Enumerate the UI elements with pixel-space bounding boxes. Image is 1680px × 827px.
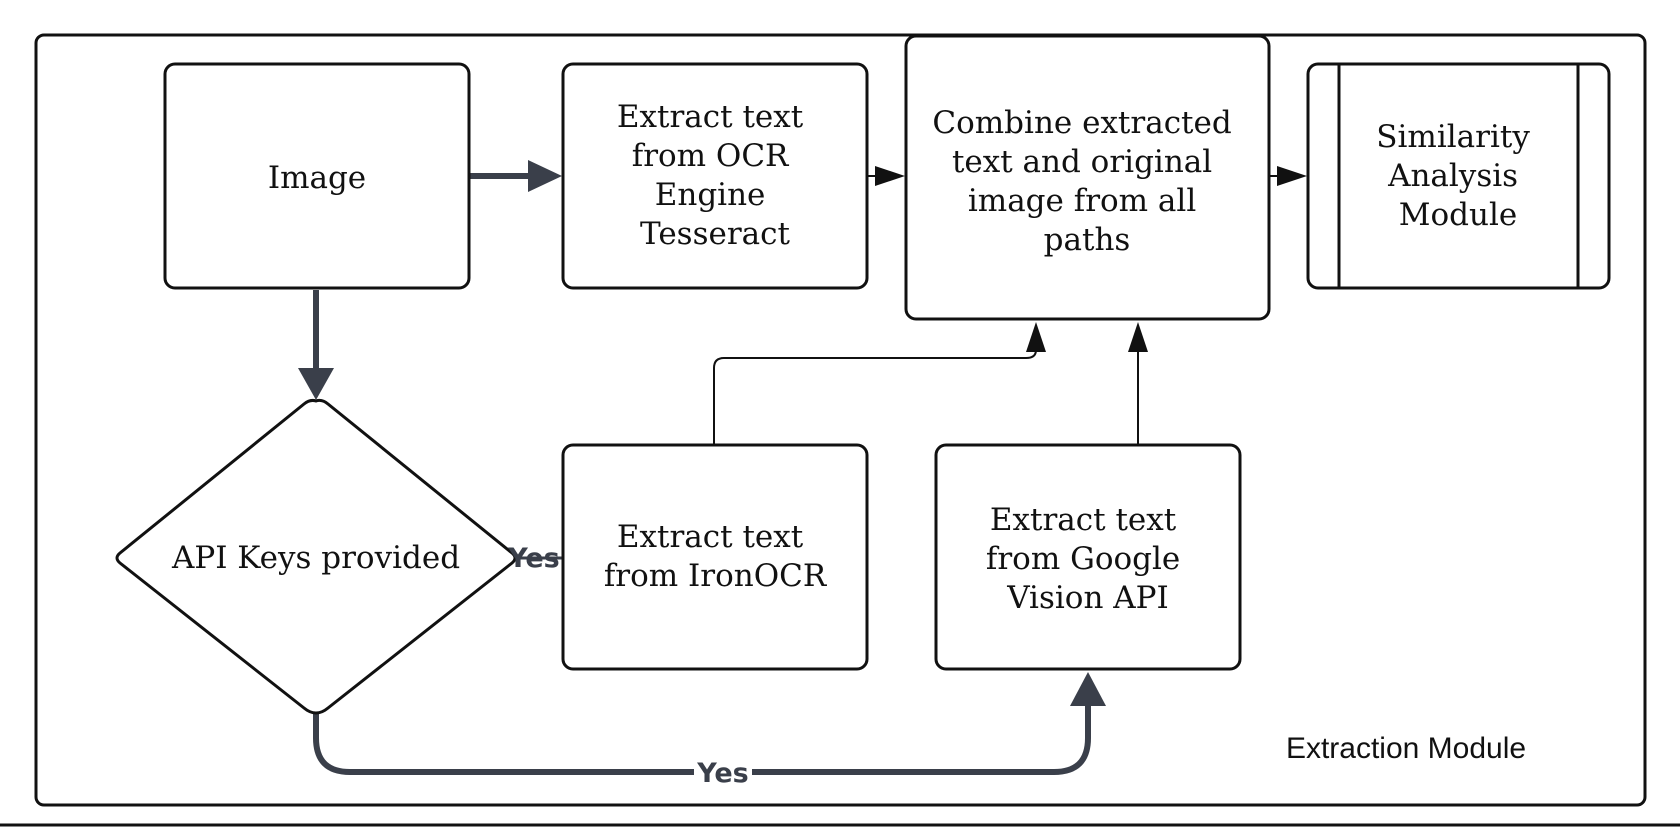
node-decision-label: API Keys provided [171, 540, 460, 576]
node-google-label: Extract text from Google Vision API [986, 502, 1190, 616]
extraction-module-frame [34, 33, 1647, 807]
node-similarity[interactable]: Similarity Analysis Module [1306, 62, 1611, 290]
edge-label-yes-ironocr: Yes [507, 543, 559, 574]
node-ironocr[interactable]: Extract text from IronOCR [561, 443, 869, 671]
edge-ironocr-to-combine [713, 322, 1046, 444]
edge-tesseract-to-combine [867, 166, 905, 186]
node-combine[interactable]: Combine extracted text and original imag… [904, 34, 1271, 321]
edge-image-to-tesseract [470, 160, 562, 192]
edge-image-to-decision [298, 290, 334, 400]
edge-label-yes-google: Yes [696, 758, 748, 789]
node-google[interactable]: Extract text from Google Vision API [934, 443, 1242, 671]
node-image[interactable]: Image [163, 62, 471, 290]
node-tesseract-label: Extract text from OCR Engine Tesseract [617, 99, 813, 252]
node-decision[interactable]: API Keys provided [115, 398, 517, 715]
node-tesseract[interactable]: Extract text from OCR Engine Tesseract [561, 62, 869, 290]
module-label: Extraction Module [1286, 732, 1526, 765]
edge-label-yes-google-bg [694, 756, 752, 788]
node-combine-label: Combine extracted text and original imag… [932, 105, 1241, 258]
edge-google-to-combine [1128, 322, 1148, 444]
node-similarity-label: Similarity Analysis Module [1376, 119, 1539, 233]
node-ironocr-label: Extract text from IronOCR [604, 519, 828, 594]
edge-combine-to-similarity [1269, 166, 1307, 186]
node-image-label: Image [268, 160, 366, 196]
